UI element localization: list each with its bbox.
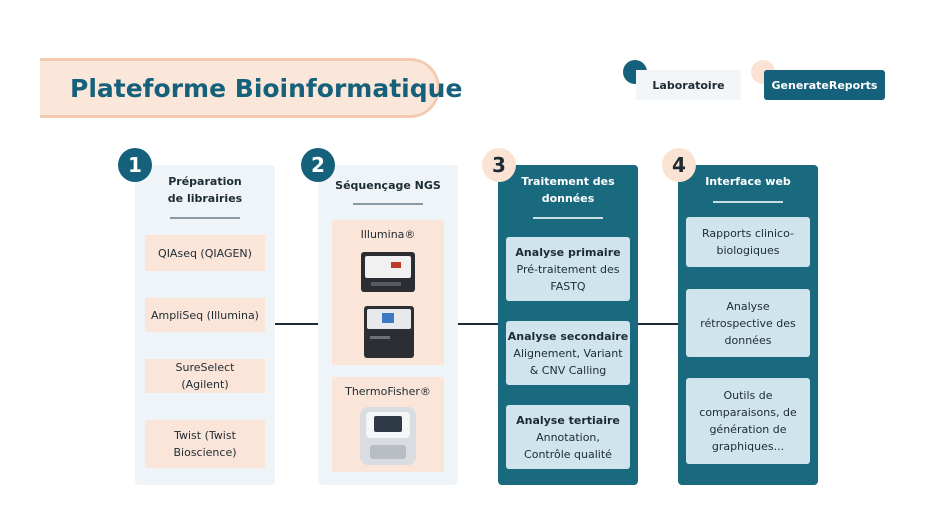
- analysis-detail: Alignement, Variant & CNV Calling: [513, 346, 623, 377]
- legend-laboratoire: Laboratoire: [636, 70, 741, 100]
- legend-generatereports: GenerateReports: [764, 70, 885, 100]
- sequencer-label: ThermoFisher®: [345, 385, 431, 398]
- analysis-name: Analyse primaire: [515, 245, 621, 259]
- analysis-detail: Annotation, Contrôle qualité: [524, 430, 612, 461]
- illumina-sequencer-icon: [364, 306, 414, 358]
- library-kit-twist: Twist (Twist Bioscience): [145, 420, 265, 468]
- web-feature-retrospective: Analyse rétrospective des données: [686, 289, 810, 357]
- step-badge-1: 1: [118, 148, 152, 182]
- column-web-interface: Interface web Rapports clinico-biologiqu…: [678, 165, 818, 485]
- legend-generatereports-label: GenerateReports: [771, 78, 878, 92]
- column-title: Interface web: [705, 175, 791, 188]
- analysis-primary: Analyse primaire Pré-traitement des FAST…: [506, 237, 630, 301]
- web-feature-tools: Outils de comparaisons, de génération de…: [686, 378, 810, 464]
- analysis-name: Analyse tertiaire: [516, 413, 620, 427]
- column-ngs-sequencing: Séquençage NGS Illumina® ThermoFisher®: [318, 165, 458, 485]
- analysis-secondary: Analyse secondaire Alignement, Variant &…: [506, 321, 630, 385]
- web-feature-reports: Rapports clinico-biologiques: [686, 217, 810, 267]
- library-kit-ampliseq: AmpliSeq (Illumina): [145, 298, 265, 332]
- column-divider: [533, 217, 603, 219]
- connector-1-2: [275, 323, 318, 325]
- analysis-name: Analyse secondaire: [507, 329, 629, 343]
- analysis-detail: Pré-traitement des FASTQ: [516, 262, 620, 293]
- column-title: Préparation de librairies: [167, 175, 243, 205]
- column-divider: [170, 217, 240, 219]
- library-kit-sureselect: SureSelect (Agilent): [145, 359, 265, 393]
- connector-3-4: [638, 323, 678, 325]
- page-title: Plateforme Bioinformatique: [70, 73, 463, 103]
- sequencer-illumina: Illumina®: [332, 220, 444, 365]
- legend-laboratoire-label: Laboratoire: [652, 78, 725, 92]
- sequencer-thermofisher: ThermoFisher®: [332, 377, 444, 472]
- column-data-processing: Traitement des données Analyse primaire …: [498, 165, 638, 485]
- illumina-benchtop-icon: [361, 252, 415, 292]
- column-title: Séquençage NGS: [335, 179, 441, 192]
- step-badge-3: 3: [482, 148, 516, 182]
- step-badge-2: 2: [301, 148, 335, 182]
- thermofisher-sequencer-icon: [360, 407, 416, 465]
- analysis-tertiary: Analyse tertiaire Annotation, Contrôle q…: [506, 405, 630, 469]
- column-divider: [353, 203, 423, 205]
- connector-2-3: [458, 323, 498, 325]
- column-title: Traitement des données: [521, 175, 615, 205]
- column-divider: [713, 201, 783, 203]
- column-library-prep: Préparation de librairies QIAseq (QIAGEN…: [135, 165, 275, 485]
- title-banner: Plateforme Bioinformatique: [40, 58, 462, 118]
- sequencer-label: Illumina®: [360, 228, 416, 241]
- library-kit-qiaseq: QIAseq (QIAGEN): [145, 235, 265, 271]
- step-badge-4: 4: [662, 148, 696, 182]
